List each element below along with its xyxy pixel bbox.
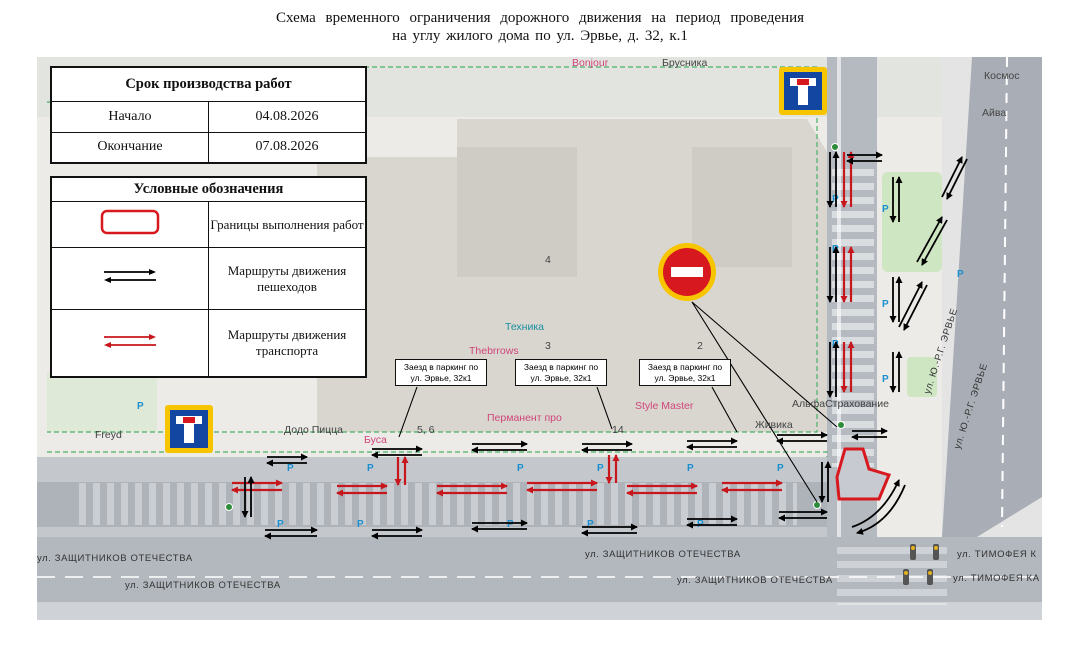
black-double-arrow-icon [104, 269, 156, 283]
poi-thebrrows: Thebrrows [469, 345, 519, 357]
legend-icon-cell-work-zone [51, 201, 209, 248]
poi-kosmos: Космос [984, 70, 1020, 82]
poi-dodo-pizza: Додо Пицца [284, 424, 344, 436]
poi-alfastrakhovanie: АльфаСтрахование [792, 398, 889, 410]
svg-text:P: P [882, 204, 889, 215]
legend-icon-cell-transport [51, 309, 209, 377]
building-number-4: 4 [545, 254, 551, 266]
schedule-header: Срок производства работ [51, 67, 366, 102]
street-label-zashchitnikov-2: ул. ЗАЩИТНИКОВ ОТЕЧЕСТВА [125, 580, 281, 591]
dead-end-sign-left-icon [165, 405, 213, 453]
building-number-2: 2 [697, 340, 703, 352]
svg-text:P: P [687, 463, 694, 474]
parking-entry-callout-2: Заезд в паркинг по ул. Эрвье, 32к1 [515, 359, 607, 387]
poi-zhivika: Живика [755, 419, 793, 431]
svg-text:P: P [597, 463, 604, 474]
svg-text:P: P [367, 463, 374, 474]
svg-text:P: P [137, 401, 144, 412]
scheme-title-line2: на углу жилого дома по ул. Эрвье, д. 32,… [392, 28, 688, 44]
svg-text:P: P [882, 374, 889, 385]
schedule-start-value: 04.08.2026 [208, 101, 366, 133]
building-number-3: 3 [545, 340, 551, 352]
street-label-zashchitnikov-4: ул. ЗАЩИТНИКОВ ОТЕЧЕСТВА [677, 575, 833, 586]
legend-table: Условные обозначения Границы выполнения … [50, 176, 367, 378]
street-label-timofeya-2: ул. ТИМОФЕЯ КА [953, 573, 1040, 584]
traffic-lights [903, 544, 939, 585]
poi-tekhnika: Техника [505, 321, 545, 333]
map-canvas: PPP PPP PPP PP PPP PPP PP [37, 56, 1042, 620]
svg-text:P: P [357, 519, 364, 530]
legend-label-transport: Маршруты движения транспорта [208, 309, 366, 377]
legend-label-pedestrian: Маршруты движения пешеходов [208, 247, 366, 310]
work-zone-border-icon [100, 209, 160, 235]
pedestrian-routes [241, 151, 968, 540]
street-label-zashchitnikov-1: ул. ЗАЩИТНИКОВ ОТЕЧЕСТВА [37, 553, 193, 564]
poi-bonjour: Bonjour [572, 57, 609, 69]
svg-text:P: P [507, 519, 514, 530]
schedule-end-label: Окончание [51, 131, 209, 163]
poi-freyd: Freyd [95, 429, 122, 441]
parking-entry-callout-3: Заезд в паркинг по ул. Эрвье, 32к1 [639, 359, 731, 387]
building-number-14: 14 [612, 424, 624, 436]
street-label-timofeya-1: ул. ТИМОФЕЯ К [957, 549, 1037, 560]
work-zone-boundary [835, 447, 892, 501]
scheme-title-line1: Схема временного ограничения дорожного д… [275, 10, 805, 26]
no-entry-sign-icon [658, 243, 716, 301]
poi-busa: Буса [364, 434, 387, 446]
poi-permanent: Перманент про [487, 412, 562, 424]
svg-text:P: P [882, 299, 889, 310]
street-label-zashchitnikov-3: ул. ЗАЩИТНИКОВ ОТЕЧЕСТВА [585, 549, 741, 560]
parking-entry-callout-1: Заезд в паркинг по ул. Эрвье, 32к1 [395, 359, 487, 387]
schedule-end-value: 07.08.2026 [208, 131, 366, 163]
ervie-street-road [942, 57, 1042, 537]
svg-text:P: P [777, 463, 784, 474]
legend-icon-cell-pedestrian [51, 247, 209, 310]
poi-aiva: Айва [982, 107, 1007, 119]
building-number-5-6: 5, 6 [417, 424, 435, 436]
svg-text:P: P [587, 519, 594, 530]
poi-brusnika: Брусника [662, 57, 708, 69]
svg-text:P: P [277, 519, 284, 530]
traffic-scheme-map[interactable]: PPP PPP PPP PP PPP PPP PP [37, 56, 1042, 620]
svg-text:P: P [517, 463, 524, 474]
legend-label-work-zone: Границы выполнения работ [208, 201, 366, 248]
legend-header: Условные обозначения [51, 177, 366, 202]
poi-style-master: Style Master [635, 400, 694, 412]
schedule-start-label: Начало [51, 101, 209, 133]
svg-text:P: P [957, 269, 964, 280]
red-double-arrow-icon [104, 333, 156, 348]
dead-end-sign-top-icon [779, 67, 827, 115]
svg-text:P: P [287, 463, 294, 474]
